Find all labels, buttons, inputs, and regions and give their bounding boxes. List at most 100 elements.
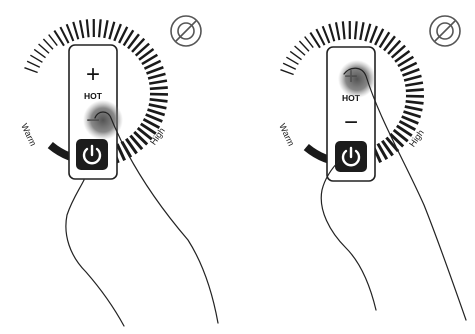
dial-tick — [142, 118, 161, 129]
dial-tick — [334, 22, 341, 41]
dial-tick — [146, 66, 164, 75]
dial-tick — [315, 28, 326, 46]
pointing-hand-icon — [65, 111, 219, 327]
plus-button[interactable]: + — [86, 61, 100, 88]
dial-tick — [115, 143, 127, 161]
dial-tick — [131, 37, 146, 53]
dial-tick — [38, 43, 50, 54]
dial-tick — [72, 21, 80, 40]
dial-tick — [385, 136, 400, 153]
dial-tick — [148, 79, 168, 85]
dial-tick — [147, 108, 166, 117]
dial-tick — [298, 40, 310, 52]
dial-tick — [398, 120, 417, 131]
dial-tick — [397, 55, 415, 68]
touch-highlight — [83, 100, 123, 140]
dial-tick — [364, 23, 372, 42]
dial-tick — [309, 31, 321, 49]
dial-tick — [26, 60, 41, 68]
dial-tick — [139, 122, 157, 135]
hot-label: HOT — [84, 91, 103, 101]
warm-label: Warm — [19, 122, 38, 148]
dial-tick — [30, 54, 43, 63]
dial-tick — [394, 50, 411, 63]
high-label: High — [407, 128, 426, 149]
dial-tick — [359, 22, 365, 41]
dial-tick — [48, 34, 58, 47]
dial-tick — [108, 21, 116, 40]
dial-tick — [286, 56, 299, 65]
dial-tick — [143, 59, 162, 70]
dial-tick — [141, 53, 159, 66]
dial-tick — [33, 48, 46, 59]
dial-tick — [85, 19, 90, 38]
dial-tick — [328, 23, 336, 42]
dial-tick — [122, 29, 135, 47]
minus-button[interactable]: − — [344, 109, 358, 136]
dial-tick — [390, 44, 406, 59]
dial-tick — [24, 67, 38, 74]
dial-tick — [404, 81, 424, 87]
dial-tick — [65, 23, 75, 42]
dial-tick — [405, 99, 424, 105]
touch-highlight — [338, 60, 376, 98]
power-icon — [82, 144, 102, 165]
dial-tick — [103, 20, 109, 39]
no-touch-icon — [429, 15, 461, 47]
dial-tick — [389, 132, 405, 148]
dial-tick — [280, 69, 294, 76]
dial-tick — [403, 74, 422, 82]
dial-tick — [395, 124, 413, 137]
dial-tick — [78, 20, 85, 39]
dial-tick — [149, 86, 168, 91]
dial-tick — [401, 115, 419, 125]
heat-dial-right[interactable]: Warm High — [277, 20, 426, 169]
dial-tick — [129, 134, 144, 151]
dial-tick — [353, 21, 358, 40]
dial-tick — [321, 25, 331, 44]
dial-tick — [113, 23, 122, 42]
dial-tick — [304, 36, 314, 49]
dial-tick — [138, 48, 155, 61]
dial-tick — [369, 25, 378, 44]
dial-tick — [405, 88, 424, 93]
dial-tick — [145, 113, 163, 123]
dial-tick — [402, 68, 420, 77]
dial-tick — [136, 126, 153, 141]
dial-tick — [127, 33, 140, 50]
dial-tick — [282, 62, 297, 70]
dial-tick — [387, 39, 402, 55]
power-icon — [341, 146, 361, 167]
pointing-hand-icon — [320, 67, 467, 321]
dial-tick — [125, 137, 138, 155]
control-panel-left: Warm High + HOT − — [19, 15, 219, 327]
no-touch-icon — [170, 15, 202, 47]
dial-tick — [42, 38, 54, 50]
heat-level-ticks — [280, 20, 425, 169]
dial-tick — [294, 45, 306, 56]
dial-tick — [59, 26, 70, 44]
warm-label: Warm — [277, 122, 296, 148]
dial-tick — [392, 128, 409, 143]
dial-tick — [376, 142, 389, 160]
dial-tick — [134, 42, 150, 57]
dial-tick — [118, 26, 129, 44]
dial-tick — [148, 103, 167, 110]
hot-label: HOT — [342, 93, 361, 103]
power-button[interactable] — [76, 139, 108, 170]
control-panel-right: Warm High + HOT − — [277, 15, 467, 321]
dial-tick — [97, 19, 102, 38]
dial-tick — [53, 29, 65, 47]
dial-tick — [381, 139, 394, 157]
dial-tick — [403, 110, 422, 119]
dial-tick — [404, 105, 423, 112]
dial-tick — [147, 72, 166, 80]
dial-tick — [133, 130, 149, 146]
dial-tick — [399, 61, 418, 72]
power-button[interactable] — [335, 141, 367, 172]
dial-tick — [289, 50, 302, 61]
dial-tick — [378, 31, 391, 49]
dial-tick — [149, 97, 168, 103]
dial-tick — [341, 21, 346, 40]
dial-tick — [374, 28, 385, 46]
